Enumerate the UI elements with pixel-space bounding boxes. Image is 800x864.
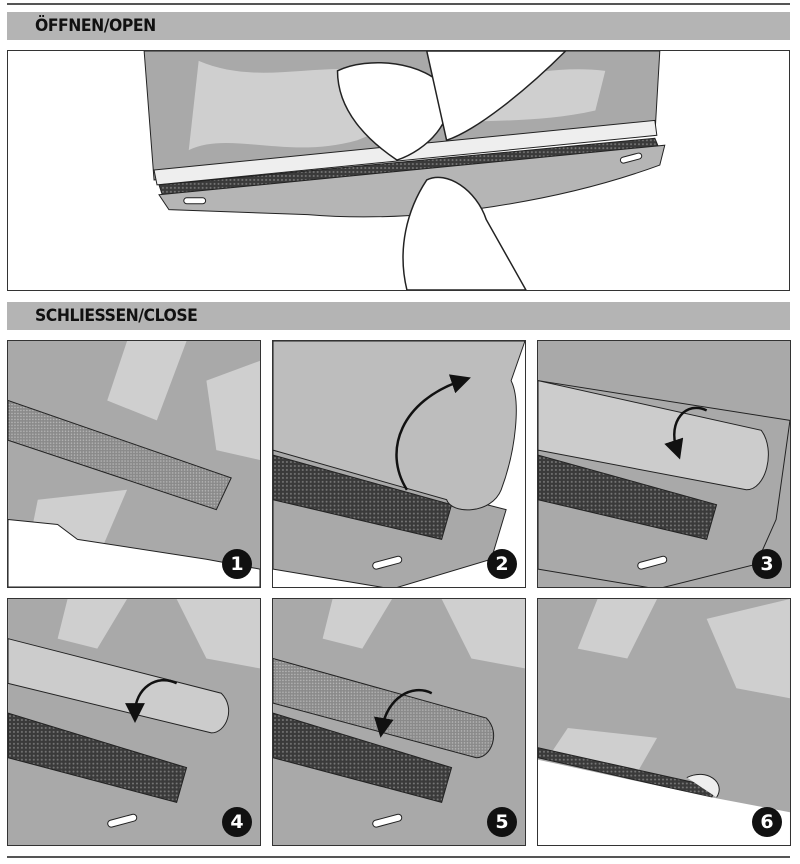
step-number-badge: 6 — [752, 807, 782, 837]
section-title-open: ÖFFNEN/OPEN — [35, 16, 156, 36]
step-number-badge: 5 — [487, 807, 517, 837]
step-2-panel: 2 — [272, 340, 526, 588]
step-6-panel: 6 — [537, 598, 791, 846]
top-rule — [7, 3, 790, 5]
bottom-rule — [7, 856, 790, 858]
step-number-badge: 2 — [487, 549, 517, 579]
section-title-close: SCHLIESSEN/CLOSE — [35, 306, 198, 326]
step-number-badge: 1 — [222, 549, 252, 579]
step-1-panel: 1 — [7, 340, 261, 588]
section-header-close: SCHLIESSEN/CLOSE — [7, 302, 790, 330]
open-illustration — [7, 50, 790, 291]
step-3-panel: 3 — [537, 340, 791, 588]
step-4-panel: 4 — [7, 598, 261, 846]
step-5-panel: 5 — [272, 598, 526, 846]
section-header-open: ÖFFNEN/OPEN — [7, 12, 790, 40]
step-number-badge: 3 — [752, 549, 782, 579]
step-number-badge: 4 — [222, 807, 252, 837]
